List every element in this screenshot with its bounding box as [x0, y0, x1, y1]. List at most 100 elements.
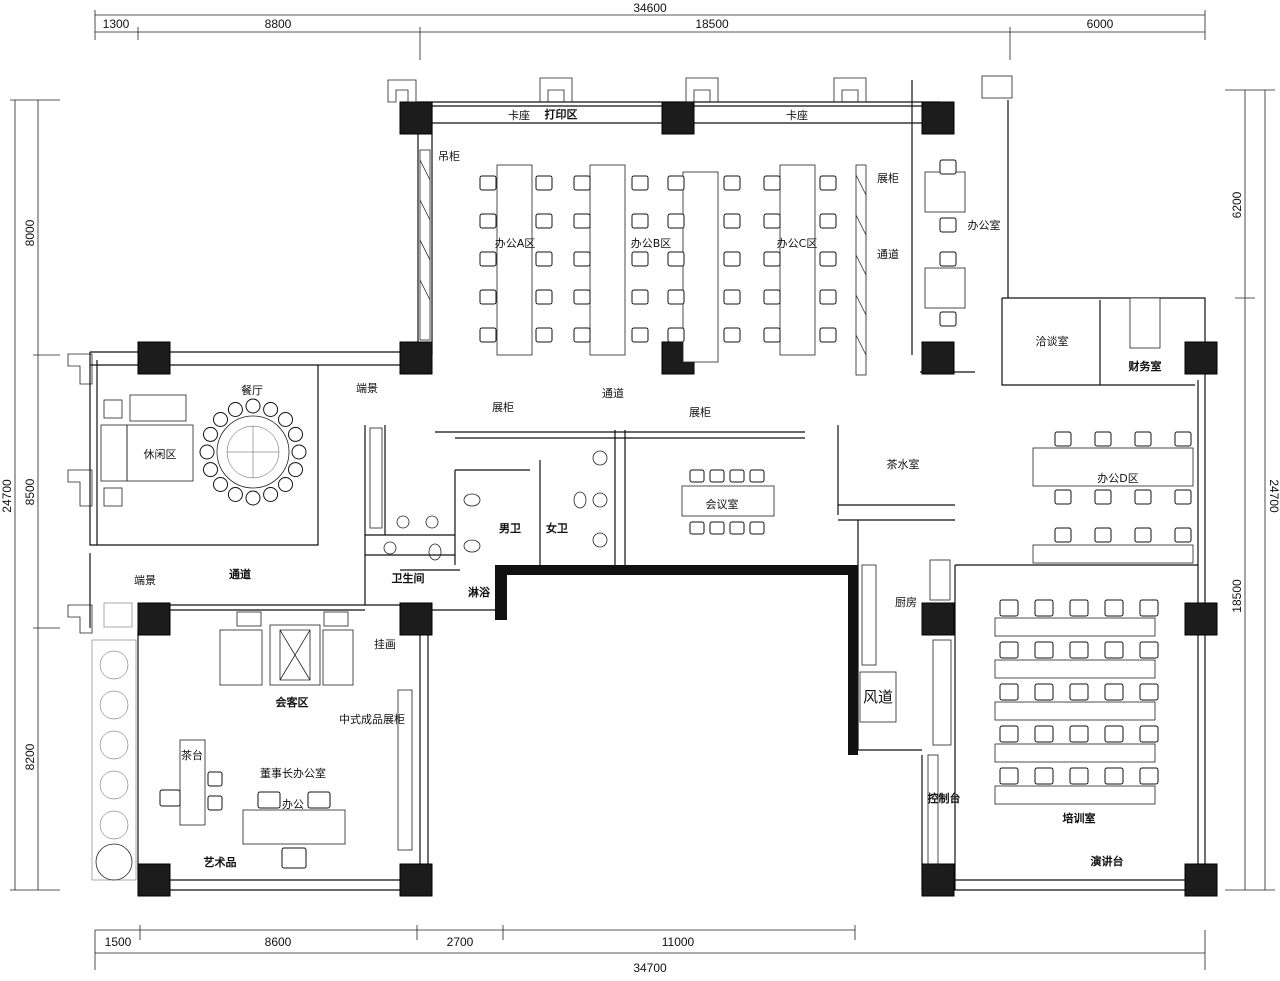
chair [999, 641, 1019, 659]
chair [535, 213, 553, 229]
dining-chair [203, 462, 218, 478]
label-womens-room: 女卫 [546, 521, 568, 535]
dim-bottom-total: 34700 [633, 961, 667, 975]
chair [535, 251, 553, 267]
chair [1104, 641, 1124, 659]
chair [631, 175, 649, 191]
chair [939, 311, 957, 327]
chair [631, 327, 649, 343]
chair [631, 213, 649, 229]
chair [207, 771, 223, 787]
chair [1139, 599, 1159, 617]
chair [479, 175, 497, 191]
label-landscape-left: 端景 [134, 574, 156, 587]
planting-strip [91, 602, 137, 881]
label-landscape-top: 端景 [356, 382, 378, 395]
dim-bottom-3: 2700 [447, 935, 474, 949]
dining-chair [245, 398, 261, 414]
chair [1104, 683, 1124, 701]
dim-top-3: 18500 [695, 17, 729, 31]
chair [819, 251, 837, 267]
chair [207, 795, 223, 811]
chair [1069, 767, 1089, 785]
chair [689, 469, 705, 483]
chair [1054, 431, 1072, 447]
chair [1134, 527, 1152, 543]
label-podium: 演讲台 [1091, 854, 1124, 868]
chair [573, 289, 591, 305]
chair [999, 725, 1019, 743]
chair [1094, 431, 1112, 447]
chair [1069, 725, 1089, 743]
chair [1054, 489, 1072, 505]
label-booth-right: 卡座 [786, 108, 808, 122]
chair [1139, 683, 1159, 701]
chair [1034, 683, 1054, 701]
label-control-desk: 控制台 [928, 791, 961, 805]
label-negotiation-room: 洽谈室 [1036, 334, 1069, 348]
chair [1069, 599, 1089, 617]
label-display-cabinet-chinese: 中式成品展柜 [339, 713, 405, 726]
dim-top-total: 34600 [633, 1, 667, 15]
chair [573, 213, 591, 229]
columns [137, 101, 1218, 897]
dim-bottom-4: 11000 [662, 935, 695, 949]
label-shower: 淋浴 [468, 585, 491, 599]
chair [819, 213, 837, 229]
chair [257, 791, 281, 809]
chair [939, 217, 957, 233]
chair [1174, 431, 1192, 447]
chair [1069, 641, 1089, 659]
chair [729, 521, 745, 535]
chair [535, 175, 553, 191]
chair [1034, 641, 1054, 659]
chair [763, 289, 781, 305]
dining-table [216, 415, 290, 489]
dim-left-1: 8000 [23, 219, 37, 246]
chair [709, 469, 725, 483]
dining-chair [199, 444, 215, 460]
chair [819, 289, 837, 305]
dining-chair [263, 487, 279, 502]
chair [535, 327, 553, 343]
dim-top-2: 8800 [265, 17, 292, 31]
solid-walls [495, 565, 858, 755]
chair [667, 327, 685, 343]
dim-right-total: 24700 [1267, 479, 1280, 513]
label-air-duct: 风道 [863, 688, 893, 706]
chair [1134, 431, 1152, 447]
chair [667, 175, 685, 191]
chair [723, 213, 741, 229]
label-restroom: 卫生间 [392, 571, 425, 585]
label-tea-room: 茶水室 [887, 457, 920, 471]
chair [939, 251, 957, 267]
dimension-lines [10, 10, 1275, 970]
dim-right-2: 18500 [1230, 579, 1244, 613]
chair [1104, 599, 1124, 617]
dining-chair [278, 477, 293, 492]
dining-chair [227, 402, 243, 417]
dim-bottom-1: 1500 [105, 935, 132, 949]
chair [1139, 725, 1159, 743]
chair [667, 289, 685, 305]
label-painting: 挂画 [374, 637, 396, 651]
chair [573, 175, 591, 191]
chair [723, 327, 741, 343]
label-corridor-main: 通道 [602, 386, 624, 400]
label-training-room: 培训室 [1063, 811, 1096, 825]
leisure-furniture [100, 394, 354, 686]
label-office-b: 办公B区 [631, 237, 672, 250]
chair [749, 521, 765, 535]
label-office-room: 办公室 [968, 218, 1001, 232]
dining-chair [227, 487, 243, 502]
dim-left-total: 24700 [0, 479, 14, 513]
label-restaurant: 餐厅 [241, 383, 263, 397]
training-desk [994, 743, 1156, 763]
dim-bottom-2: 8600 [265, 935, 292, 949]
label-leisure-area: 休闲区 [144, 447, 177, 461]
label-corridor-left: 通道 [229, 567, 251, 581]
chair [763, 213, 781, 229]
chair [479, 327, 497, 343]
chair [667, 213, 685, 229]
chair [1104, 767, 1124, 785]
